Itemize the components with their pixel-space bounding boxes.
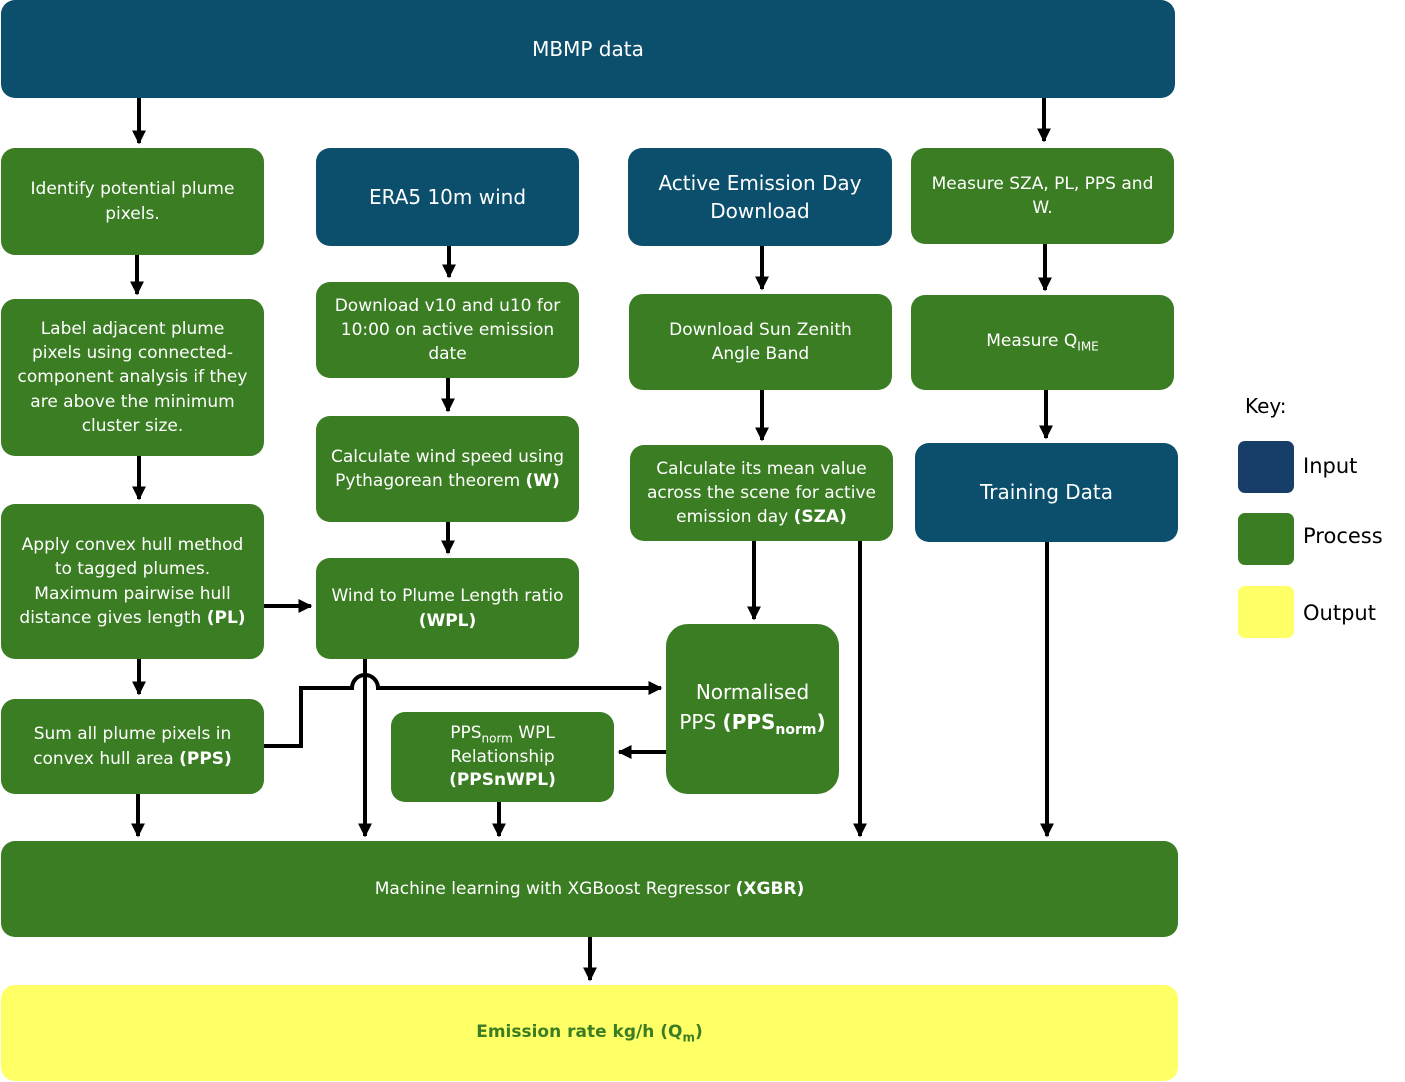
ppsnwpl-sub: norm xyxy=(481,731,513,746)
measure-q-box: Measure QIME xyxy=(911,295,1174,390)
active-emission-label: Active Emission Day Download xyxy=(658,170,862,223)
normalised-label-a: Normalised xyxy=(695,680,810,704)
emission-rate-close: ) xyxy=(695,1021,703,1042)
key-output-swatch xyxy=(1238,586,1294,638)
normalised-sub: norm xyxy=(775,722,817,738)
machine-learning-label: Machine learning with XGBoost Regressor xyxy=(374,878,736,899)
machine-learning-box: Machine learning with XGBoost Regressor … xyxy=(1,841,1178,937)
key-input-swatch xyxy=(1238,441,1294,493)
normalised-label-b: PPS xyxy=(679,710,723,734)
wpl-box: Wind to Plume Length ratio (WPL) xyxy=(316,558,579,659)
training-data-label: Training Data xyxy=(979,480,1114,505)
sum-pixels-abbr: (PPS) xyxy=(179,748,232,769)
sum-pixels-text: Sum all plume pixels in convex hull area… xyxy=(15,722,250,770)
emission-rate-text: Emission rate kg/h (Qm) xyxy=(476,1020,703,1046)
normalised-abbr: (PPS xyxy=(722,710,776,734)
ppsnwpl-label-a: PPS xyxy=(450,722,482,743)
ppsnwpl-box: PPSnorm WPL Relationship(PPSnWPL) xyxy=(391,712,614,802)
machine-learning-text: Machine learning with XGBoost Regressor … xyxy=(375,877,805,901)
mean-value-box: Calculate its mean value across the scen… xyxy=(630,445,893,541)
wind-speed-text: Calculate wind speed using Pythagorean t… xyxy=(330,445,565,493)
convex-hull-text: Apply convex hull method to tagged plume… xyxy=(15,533,250,630)
sum-pixels-label: Sum all plume pixels in convex hull area xyxy=(33,724,232,769)
convex-hull-abbr: (PL) xyxy=(206,607,246,628)
convex-hull-label: Apply convex hull method to tagged plume… xyxy=(19,535,244,628)
sum-pixels-box: Sum all plume pixels in convex hull area… xyxy=(1,699,264,794)
key-title: Key: xyxy=(1245,394,1287,418)
mean-value-abbr: (SZA) xyxy=(793,507,847,528)
era5-wind-label: ERA5 10m wind xyxy=(368,184,527,209)
measure-q-sub: IME xyxy=(1077,339,1099,354)
measure-sza-label: Measure SZA, PL, PPS and W. xyxy=(931,173,1154,218)
download-wind-label: Download v10 and u10 for 10:00 on active… xyxy=(334,295,561,365)
emission-rate-label: Emission rate kg/h (Q xyxy=(476,1021,683,1042)
arrow-sum-normalised xyxy=(264,673,663,748)
normalised-close: ) xyxy=(816,710,826,734)
emission-rate-sub: m xyxy=(682,1030,695,1045)
ppsnwpl-label-b: WPL Relationship xyxy=(450,722,555,768)
wind-speed-abbr: (W) xyxy=(525,471,560,491)
sun-zenith-box: Download Sun Zenith Angle Band xyxy=(629,294,892,390)
label-adjacent-label: Label adjacent plume pixels using connec… xyxy=(17,319,248,436)
wpl-label: Wind to Plume Length ratio xyxy=(331,586,564,607)
wpl-abbr: (WPL) xyxy=(418,610,477,631)
sun-zenith-label: Download Sun Zenith Angle Band xyxy=(669,319,852,364)
mbmp-data-box: MBMP data xyxy=(1,0,1175,98)
measure-sza-box: Measure SZA, PL, PPS and W. xyxy=(911,148,1174,244)
identify-plume-label: Identify potential plume pixels. xyxy=(30,179,235,224)
convex-hull-box: Apply convex hull method to tagged plume… xyxy=(1,504,264,659)
era5-wind-box: ERA5 10m wind xyxy=(316,148,579,246)
measure-q-label: Measure Q xyxy=(986,331,1078,352)
mean-value-label: Calculate its mean value across the scen… xyxy=(647,458,876,528)
key-output-label: Output xyxy=(1303,601,1376,625)
ppsnwpl-abbr: (PPSnWPL) xyxy=(449,770,556,791)
wpl-text: Wind to Plume Length ratio (WPL) xyxy=(330,584,565,632)
mean-value-text: Calculate its mean value across the scen… xyxy=(644,457,879,529)
label-adjacent-box: Label adjacent plume pixels using connec… xyxy=(1,299,264,456)
key-input-label: Input xyxy=(1303,454,1358,478)
measure-q-text: Measure QIME xyxy=(986,329,1099,355)
wind-speed-label: Calculate wind speed using Pythagorean t… xyxy=(330,446,565,491)
identify-plume-box: Identify potential plume pixels. xyxy=(1,148,264,255)
training-data-box: Training Data xyxy=(915,443,1178,542)
key-process-label: Process xyxy=(1303,524,1383,548)
download-wind-box: Download v10 and u10 for 10:00 on active… xyxy=(316,282,579,378)
active-emission-box: Active Emission Day Download xyxy=(628,148,892,246)
ppsnwpl-text: PPSnorm WPL Relationship(PPSnWPL) xyxy=(405,722,600,792)
key-process-swatch xyxy=(1238,513,1294,565)
emission-rate-box: Emission rate kg/h (Qm) xyxy=(1,985,1178,1081)
wind-speed-box: Calculate wind speed using Pythagorean t… xyxy=(316,416,579,522)
machine-learning-abbr: (XGBR) xyxy=(735,878,805,899)
mbmp-data-label: MBMP data xyxy=(532,36,644,61)
